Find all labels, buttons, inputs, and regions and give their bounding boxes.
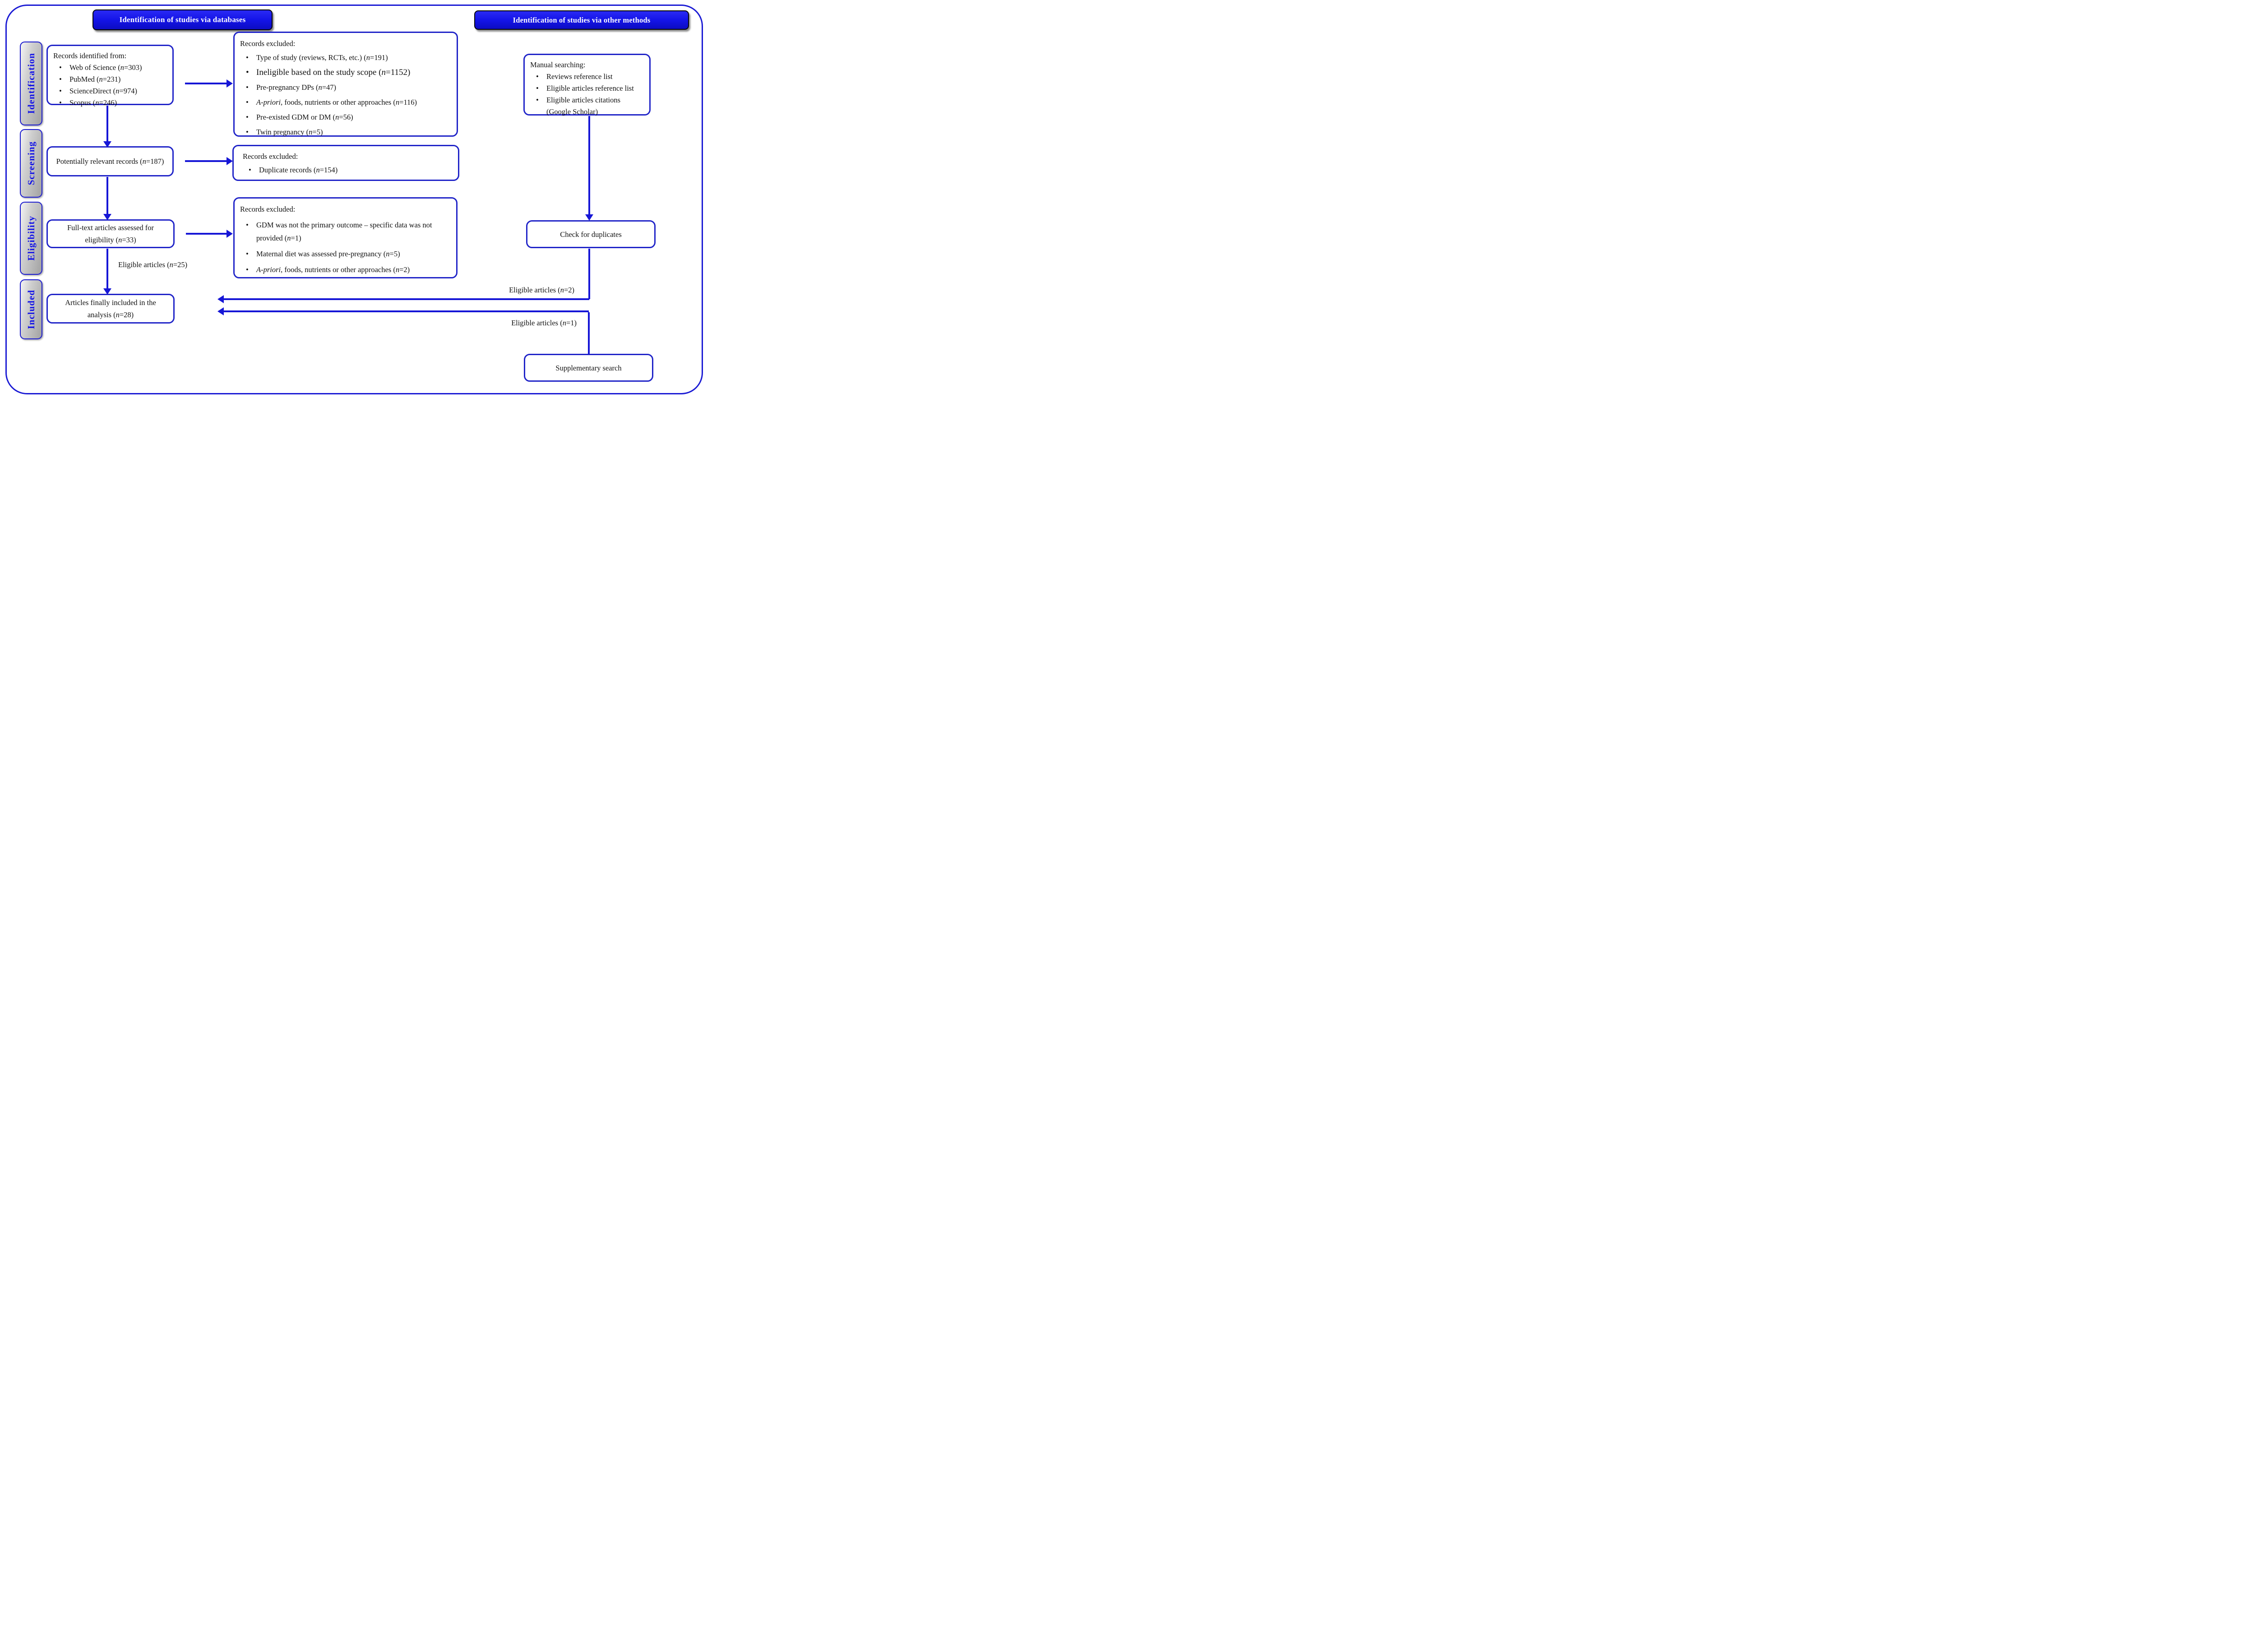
label-eligible-articles-25: Eligible articles (n=25) bbox=[118, 260, 188, 269]
arrow-identified-to-relevant bbox=[106, 106, 108, 141]
diagram-outer-border bbox=[5, 5, 703, 394]
box-text: Potentially relevant records (n=187) bbox=[56, 157, 164, 166]
bullet-item: ScienceDirect (n=974) bbox=[53, 85, 167, 97]
stage-eligibility-label: Eligibility bbox=[25, 216, 37, 261]
bullet-item: Ineligible based on the study scope (n=1… bbox=[240, 65, 451, 80]
box-title: Records excluded: bbox=[240, 39, 296, 48]
label-eligible-articles-1: Eligible articles (n=1) bbox=[511, 319, 577, 327]
header-databases: Identification of studies via databases bbox=[92, 9, 273, 30]
stage-screening-label: Screening bbox=[25, 141, 37, 185]
box-check-duplicates: Check for duplicates bbox=[526, 220, 656, 248]
bullet-item: Pre-pregnancy DPs (n=47) bbox=[240, 80, 451, 95]
bullet-list: Web of Science (n=303)PubMed (n=231)Scie… bbox=[53, 62, 167, 109]
box-text: Articles finally included in the analysi… bbox=[65, 298, 156, 319]
bullet-list: Duplicate records (n=154) bbox=[243, 163, 453, 177]
prisma-flow-diagram: Identification of studies via databases … bbox=[0, 0, 707, 398]
stage-screening: Screening bbox=[20, 129, 42, 198]
arrow-manual-to-check bbox=[588, 116, 590, 214]
box-text: Full-text articles assessed for eligibil… bbox=[67, 223, 154, 244]
box-excluded-screening: Records excluded: Duplicate records (n=1… bbox=[232, 145, 459, 181]
box-title: Records excluded: bbox=[243, 152, 298, 161]
bullet-item: Pre-existed GDM or DM (n=56) bbox=[240, 110, 451, 125]
arrow-fulltext-to-included bbox=[106, 249, 108, 288]
bullet-item: A-priori, foods, nutrients or other appr… bbox=[240, 95, 451, 110]
bullet-list: GDM was not the primary outcome – specif… bbox=[240, 218, 451, 276]
box-manual-searching: Manual searching: Reviews reference list… bbox=[523, 54, 651, 116]
box-records-identified: Records identified from: Web of Science … bbox=[46, 45, 174, 109]
box-excluded-identification: Records excluded: Type of study (reviews… bbox=[233, 32, 458, 139]
stage-included: Included bbox=[20, 279, 42, 339]
arrow-relevant-to-fulltext bbox=[106, 177, 108, 214]
arrow-supplementary-to-included bbox=[224, 310, 589, 312]
header-databases-label: Identification of studies via databases bbox=[119, 15, 246, 24]
arrow-check-elbow-vertical bbox=[588, 249, 590, 299]
header-other-methods-label: Identification of studies via other meth… bbox=[513, 15, 651, 24]
stage-identification-label: Identification bbox=[25, 53, 37, 114]
bullet-list: Type of study (reviews, RCTs, etc.) (n=1… bbox=[240, 50, 451, 139]
bullet-list: Reviews reference listEligible articles … bbox=[530, 71, 644, 118]
box-title: Manual searching: bbox=[530, 60, 586, 69]
box-finally-included: Articles finally included in the analysi… bbox=[46, 294, 175, 324]
arrow-relevant-to-excluded bbox=[185, 160, 227, 162]
arrow-check-to-included bbox=[224, 298, 589, 300]
arrow-fulltext-to-excluded bbox=[186, 233, 227, 235]
box-text: Supplementary search bbox=[555, 363, 622, 372]
bullet-item: Scopus (n=246) bbox=[53, 97, 167, 109]
bullet-item: Eligible articles citations (Google Scho… bbox=[530, 94, 644, 118]
box-supplementary-search: Supplementary search bbox=[524, 354, 653, 382]
bullet-item: Web of Science (n=303) bbox=[53, 62, 167, 74]
box-potentially-relevant: Potentially relevant records (n=187) bbox=[46, 146, 174, 176]
bullet-item: PubMed (n=231) bbox=[53, 74, 167, 85]
bullet-item: Duplicate records (n=154) bbox=[243, 163, 453, 177]
bullet-item: Type of study (reviews, RCTs, etc.) (n=1… bbox=[240, 50, 451, 65]
stage-eligibility: Eligibility bbox=[20, 202, 42, 275]
label-eligible-articles-2: Eligible articles (n=2) bbox=[509, 286, 574, 294]
bullet-item: Eligible articles reference list bbox=[530, 83, 644, 94]
bullet-item: Twin pregnancy (n=5) bbox=[240, 125, 451, 139]
arrow-supplementary-elbow-vertical bbox=[588, 312, 590, 354]
box-title: Records identified from: bbox=[53, 51, 127, 60]
header-other-methods: Identification of studies via other meth… bbox=[474, 10, 689, 30]
box-excluded-eligibility: Records excluded: GDM was not the primar… bbox=[233, 197, 458, 278]
box-text: Check for duplicates bbox=[560, 230, 622, 239]
stage-identification: Identification bbox=[20, 42, 42, 125]
arrow-identified-to-excluded bbox=[185, 83, 227, 84]
bullet-item: Reviews reference list bbox=[530, 71, 644, 83]
bullet-item: GDM was not the primary outcome – specif… bbox=[240, 218, 451, 245]
stage-included-label: Included bbox=[25, 289, 37, 329]
bullet-item: Maternal diet was assessed pre-pregnancy… bbox=[240, 247, 451, 260]
box-fulltext-assessed: Full-text articles assessed for eligibil… bbox=[46, 219, 175, 248]
bullet-item: A-priori, foods, nutrients or other appr… bbox=[240, 263, 451, 276]
box-title: Records excluded: bbox=[240, 205, 296, 213]
